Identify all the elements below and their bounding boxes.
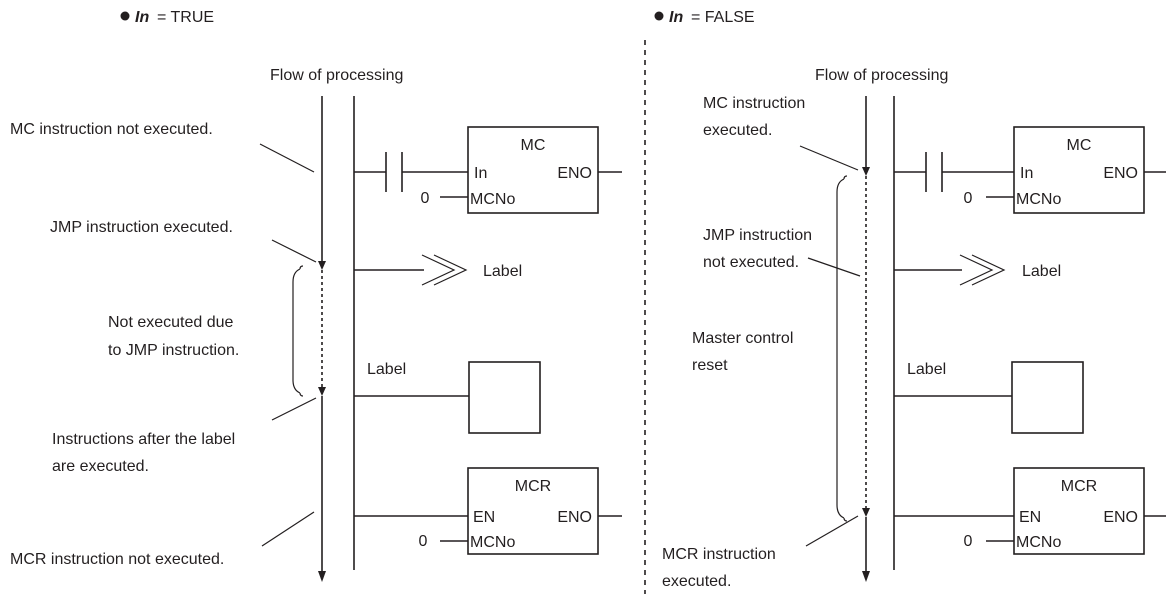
right-mc-mcno: MCNo: [1016, 191, 1061, 208]
left-mc-block: [467, 126, 599, 214]
right-mcr-en: EN: [1019, 509, 1041, 526]
left-mcr-en: EN: [473, 509, 495, 526]
right-mc-block: [1013, 126, 1145, 214]
right-note-mc-1: MC instruction: [703, 95, 805, 112]
left-mc-rung: MC In ENO MCNo 0: [354, 126, 622, 214]
left-label-box: [468, 361, 541, 434]
left-mcr-title: MCR: [515, 478, 551, 495]
right-mcr-rung: MCR EN ENO MCNo 0: [894, 467, 1166, 555]
right-mcr-eno: ENO: [1103, 509, 1138, 526]
right-flow-arrowhead: [862, 508, 870, 517]
right-note-reset-2: reset: [692, 357, 728, 374]
left-label-rung-label: Label: [367, 361, 406, 378]
left-mc-in: In: [474, 165, 487, 182]
right-mc-rung: MC In ENO MCNo 0: [894, 126, 1166, 214]
left-note-skip-1: Not executed due: [108, 314, 234, 331]
left-note-mcr: MCR instruction not executed.: [10, 551, 224, 568]
left-leader-mcr: [261, 511, 315, 547]
right-jmp-rung: Label: [894, 254, 1061, 286]
bullet-icon: [120, 11, 130, 21]
left-leader-after: [271, 397, 317, 421]
left-note-after-2: are executed.: [52, 458, 149, 475]
jump-arrow-icon: [421, 254, 456, 286]
left-mc-title: MC: [521, 137, 546, 154]
right-jump-label: Label: [1022, 263, 1061, 280]
right-condition-value: = FALSE: [691, 9, 755, 26]
right-note-mcr-1: MCR instruction: [662, 546, 776, 563]
left-flow-label: Flow of processing: [270, 67, 403, 84]
left-flow-arrowhead: [318, 387, 326, 396]
left-mcr-mcno: MCNo: [470, 534, 515, 551]
left-mc-const: 0: [421, 190, 430, 207]
right-note-reset-1: Master control: [692, 330, 793, 347]
left-mcr-const: 0: [419, 533, 428, 550]
left-mc-eno: ENO: [557, 165, 592, 182]
right-leader-jmp: [807, 257, 861, 277]
right-panel: In = FALSE Flow of processing MC instruc…: [654, 9, 1166, 590]
left-jump-label: Label: [483, 263, 522, 280]
bullet-icon: [654, 11, 664, 21]
left-condition-var: In: [135, 9, 149, 26]
left-note-after-1: Instructions after the label: [52, 431, 235, 448]
left-note-jmp: JMP instruction executed.: [50, 219, 233, 236]
right-note-jmp-2: not executed.: [703, 254, 799, 271]
right-label-rung: Label: [894, 361, 1084, 434]
left-skip-brace: [292, 268, 301, 394]
right-mc-const: 0: [964, 190, 973, 207]
left-note-skip-2: to JMP instruction.: [108, 342, 239, 359]
right-reset-brace: [836, 178, 845, 519]
right-flow-label: Flow of processing: [815, 67, 948, 84]
right-mc-title: MC: [1067, 137, 1092, 154]
jump-arrow-icon: [959, 254, 994, 286]
left-panel: In = TRUE Flow of processing MC instruct…: [10, 9, 622, 582]
right-label-rung-label: Label: [907, 361, 946, 378]
right-mcr-title: MCR: [1061, 478, 1097, 495]
left-mcr-rung: MCR EN ENO MCNo 0: [354, 467, 622, 555]
right-leader-mcr: [805, 515, 859, 547]
left-leader-jmp: [271, 239, 317, 263]
right-mcr-block: [1013, 467, 1145, 555]
right-label-box: [1011, 361, 1084, 434]
left-leader-mc: [259, 143, 315, 173]
left-mcr-block: [467, 467, 599, 555]
right-flow-arrowhead: [862, 571, 870, 582]
left-jmp-rung: Label: [354, 254, 522, 286]
left-mcr-eno: ENO: [557, 509, 592, 526]
right-note-mcr-2: executed.: [662, 573, 731, 590]
right-mcr-mcno: MCNo: [1016, 534, 1061, 551]
right-note-mc-2: executed.: [703, 122, 772, 139]
right-mcr-const: 0: [964, 533, 973, 550]
left-label-rung: Label: [354, 361, 541, 434]
right-leader-mc: [799, 145, 859, 171]
left-flow-arrowhead: [318, 571, 326, 582]
right-mc-eno: ENO: [1103, 165, 1138, 182]
right-note-jmp-1: JMP instruction: [703, 227, 812, 244]
right-condition-var: In: [669, 9, 683, 26]
left-mc-mcno: MCNo: [470, 191, 515, 208]
right-mc-in: In: [1020, 165, 1033, 182]
left-flow-arrowhead: [318, 261, 326, 270]
left-condition-value: = TRUE: [157, 9, 214, 26]
right-flow-arrowhead: [862, 167, 870, 176]
left-note-mc: MC instruction not executed.: [10, 121, 213, 138]
